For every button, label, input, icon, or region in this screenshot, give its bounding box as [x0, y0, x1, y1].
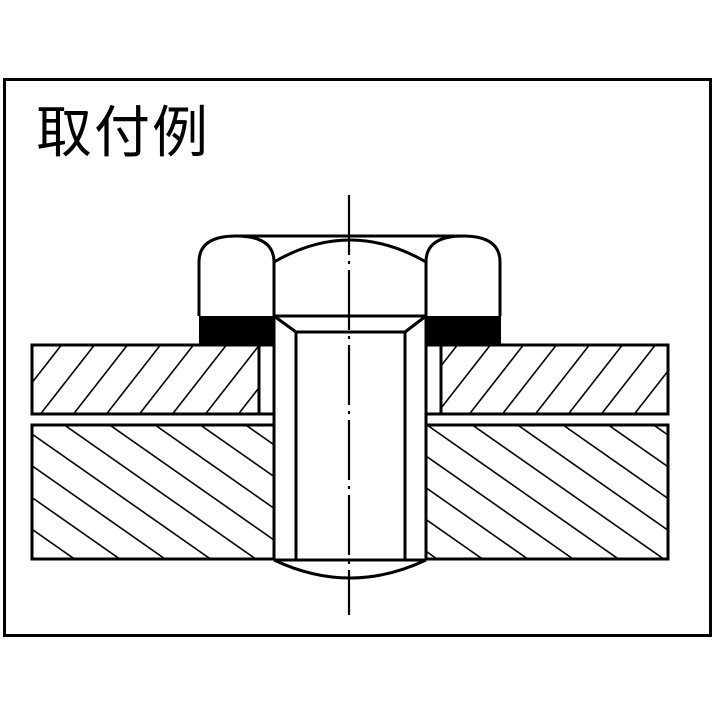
bottom-plate: [30, 423, 670, 561]
hex-nut: [197, 234, 502, 318]
diagram-title: 取付例: [36, 101, 210, 166]
washer-face: [199, 316, 501, 345]
top-plate: [30, 343, 670, 416]
